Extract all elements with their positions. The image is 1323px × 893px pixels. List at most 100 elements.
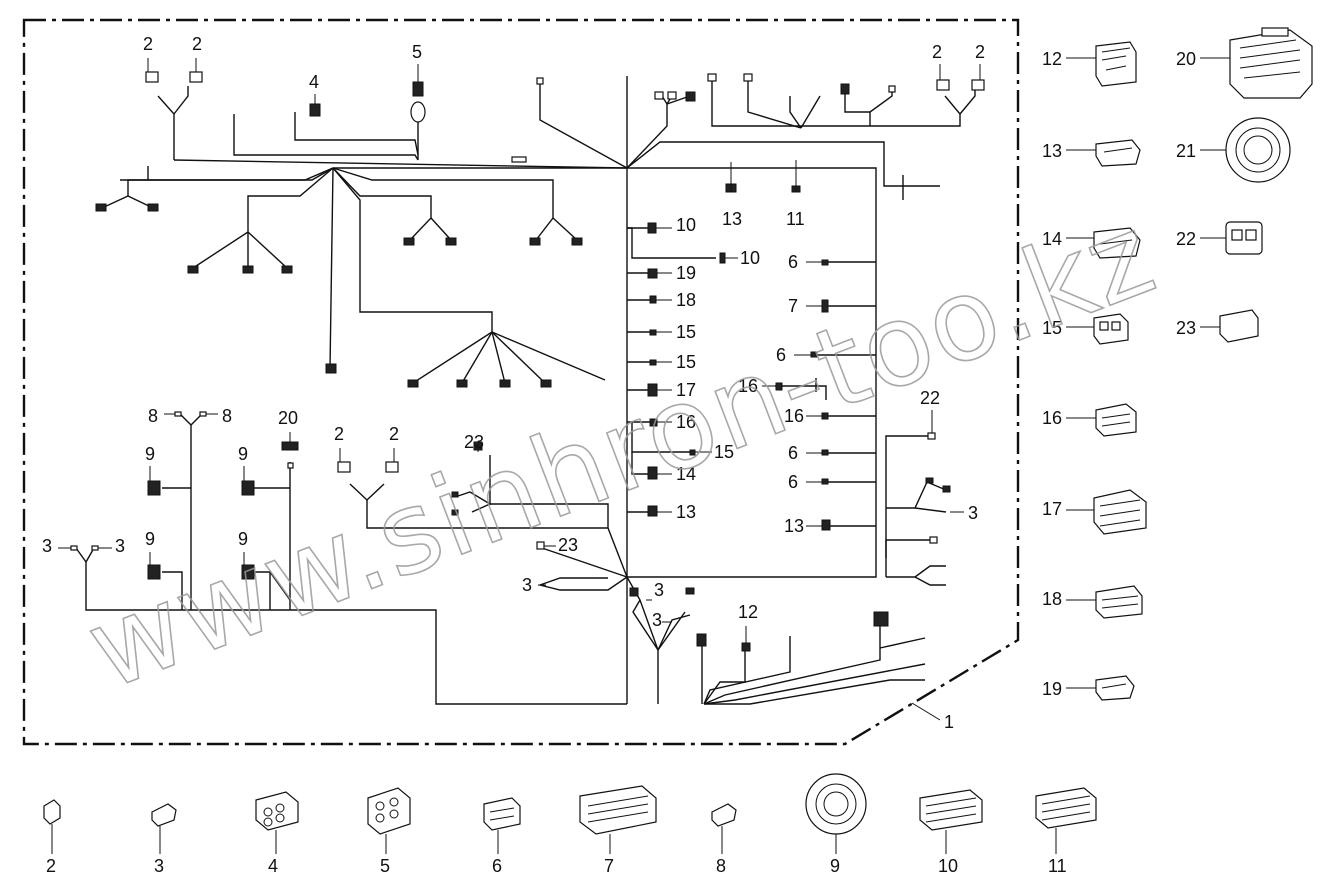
harness-callout-label: 5 xyxy=(412,42,422,62)
part-9-drawing xyxy=(805,773,867,835)
bottom-legend-part-label: 11 xyxy=(1048,856,1067,876)
harness-callout-label: 18 xyxy=(676,290,696,310)
harness-callout-label: 6 xyxy=(788,252,798,272)
harness-callout-label: 23 xyxy=(558,535,578,555)
side-legend-part-label: 23 xyxy=(1176,318,1196,338)
part-4-drawing xyxy=(255,791,299,831)
side-legend-part-label: 17 xyxy=(1042,499,1062,519)
harness-callout-label: 16 xyxy=(738,376,758,396)
harness-callout-label: 6 xyxy=(788,443,798,463)
harness-callout-label: 23 xyxy=(464,432,484,452)
side-legend-part-label: 12 xyxy=(1042,49,1062,69)
bottom-legend-part-label: 7 xyxy=(604,856,614,876)
bottom-legend-part-label: 8 xyxy=(716,856,726,876)
harness-callout-label: 10 xyxy=(740,248,760,268)
part-7-drawing xyxy=(579,785,657,835)
harness-callout-label: 9 xyxy=(238,529,248,549)
harness-callout-label: 6 xyxy=(788,472,798,492)
side-legend-part-label: 13 xyxy=(1042,141,1062,161)
harness-callout-label: 15 xyxy=(676,352,696,372)
bottom-legend-part-label: 5 xyxy=(380,856,390,876)
harness-callout-label: 3 xyxy=(522,575,532,595)
harness-callout-label: 3 xyxy=(652,610,662,630)
part-3-drawing xyxy=(151,803,177,827)
side-legend-part-label: 19 xyxy=(1042,679,1062,699)
bottom-legend-part-label: 9 xyxy=(830,856,840,876)
part-19-drawing xyxy=(1095,675,1135,701)
harness-callout-label: 15 xyxy=(714,442,734,462)
part-20-drawing xyxy=(1229,27,1313,99)
harness-callout-label: 9 xyxy=(238,444,248,464)
part-21-drawing xyxy=(1225,117,1291,183)
harness-callout-label: 2 xyxy=(192,34,202,54)
harness-callout-label: 4 xyxy=(309,72,319,92)
harness-callout-label: 3 xyxy=(42,536,52,556)
harness-callout-label: 3 xyxy=(968,503,978,523)
harness-leader xyxy=(911,702,941,721)
harness-callout-label: 3 xyxy=(654,580,664,600)
harness-callout-label: 2 xyxy=(389,424,399,444)
harness-connectors xyxy=(70,71,985,652)
harness-callout-label: 22 xyxy=(920,388,940,408)
side-legend-part-label: 22 xyxy=(1176,229,1196,249)
part-14-drawing xyxy=(1093,227,1141,259)
part-22-drawing xyxy=(1225,221,1263,255)
bottom-legend-part-label: 2 xyxy=(46,856,56,876)
harness-callout-label: 3 xyxy=(115,536,125,556)
harness-callout-label: 13 xyxy=(722,209,742,229)
side-legend-part-label: 20 xyxy=(1176,49,1196,69)
part-11-drawing xyxy=(1035,787,1097,829)
side-legend-part-label: 18 xyxy=(1042,589,1062,609)
part-16-drawing xyxy=(1095,403,1137,437)
part-23-drawing xyxy=(1219,309,1259,343)
bottom-legend-part-label: 10 xyxy=(938,856,958,876)
part-5-drawing xyxy=(367,787,411,835)
harness-callout-label: 12 xyxy=(738,602,758,622)
harness-callout-label: 15 xyxy=(676,322,696,342)
harness-callout-label: 6 xyxy=(776,345,786,365)
harness-callout-label: 20 xyxy=(278,408,298,428)
part-6-drawing xyxy=(483,797,521,831)
harness-callout-label: 8 xyxy=(148,406,158,426)
harness-callout-label: 2 xyxy=(143,34,153,54)
bottom-legend-part-label: 4 xyxy=(268,856,278,876)
harness-callout-label: 19 xyxy=(676,263,696,283)
watermark: www.sinhron-too.kz xyxy=(71,189,1172,715)
bottom-legend: 2 3 4 5 6 7 8 9 10 11 xyxy=(43,773,1097,876)
side-legend-part-label: 16 xyxy=(1042,408,1062,428)
harness-callout-label: 9 xyxy=(145,529,155,549)
harness-callout-label: 9 xyxy=(145,444,155,464)
harness-callout-label: 16 xyxy=(676,412,696,432)
harness-callout-label: 11 xyxy=(786,209,805,229)
harness-callout-label: 14 xyxy=(676,464,696,484)
part-17-drawing xyxy=(1093,489,1147,535)
side-legend-part-label: 15 xyxy=(1042,318,1062,338)
part-15-drawing xyxy=(1093,313,1129,345)
part-18-drawing xyxy=(1095,585,1143,619)
harness-boundary xyxy=(22,18,1020,746)
harness-callout-label: 8 xyxy=(222,406,232,426)
harness-callout-label: 10 xyxy=(676,215,696,235)
harness-callout-label: 17 xyxy=(676,380,696,400)
part-12-drawing xyxy=(1095,41,1137,87)
harness-callout-label: 2 xyxy=(334,424,344,444)
bottom-legend-part-label: 6 xyxy=(492,856,502,876)
part-8-drawing xyxy=(711,803,737,827)
side-legend-part-label: 21 xyxy=(1176,141,1196,161)
harness-callout-label: 13 xyxy=(676,502,696,522)
side-legend: 12 20 13 21 14 22 15 23 16 17 18 19 xyxy=(1042,27,1313,701)
harness-callout-label: 2 xyxy=(975,42,985,62)
side-legend-part-label: 14 xyxy=(1042,229,1062,249)
harness-callout-label: 13 xyxy=(784,516,804,536)
harness-callout-label: 2 xyxy=(932,42,942,62)
part-13-drawing xyxy=(1095,139,1141,167)
harness-callout-label: 7 xyxy=(788,296,798,316)
bottom-legend-part-label: 3 xyxy=(154,856,164,876)
harness-callout-label: 16 xyxy=(784,406,804,426)
part-10-drawing xyxy=(919,789,983,831)
harness-label: 1 xyxy=(944,712,954,732)
harness-wires xyxy=(75,76,976,705)
part-2-drawing xyxy=(43,799,61,825)
